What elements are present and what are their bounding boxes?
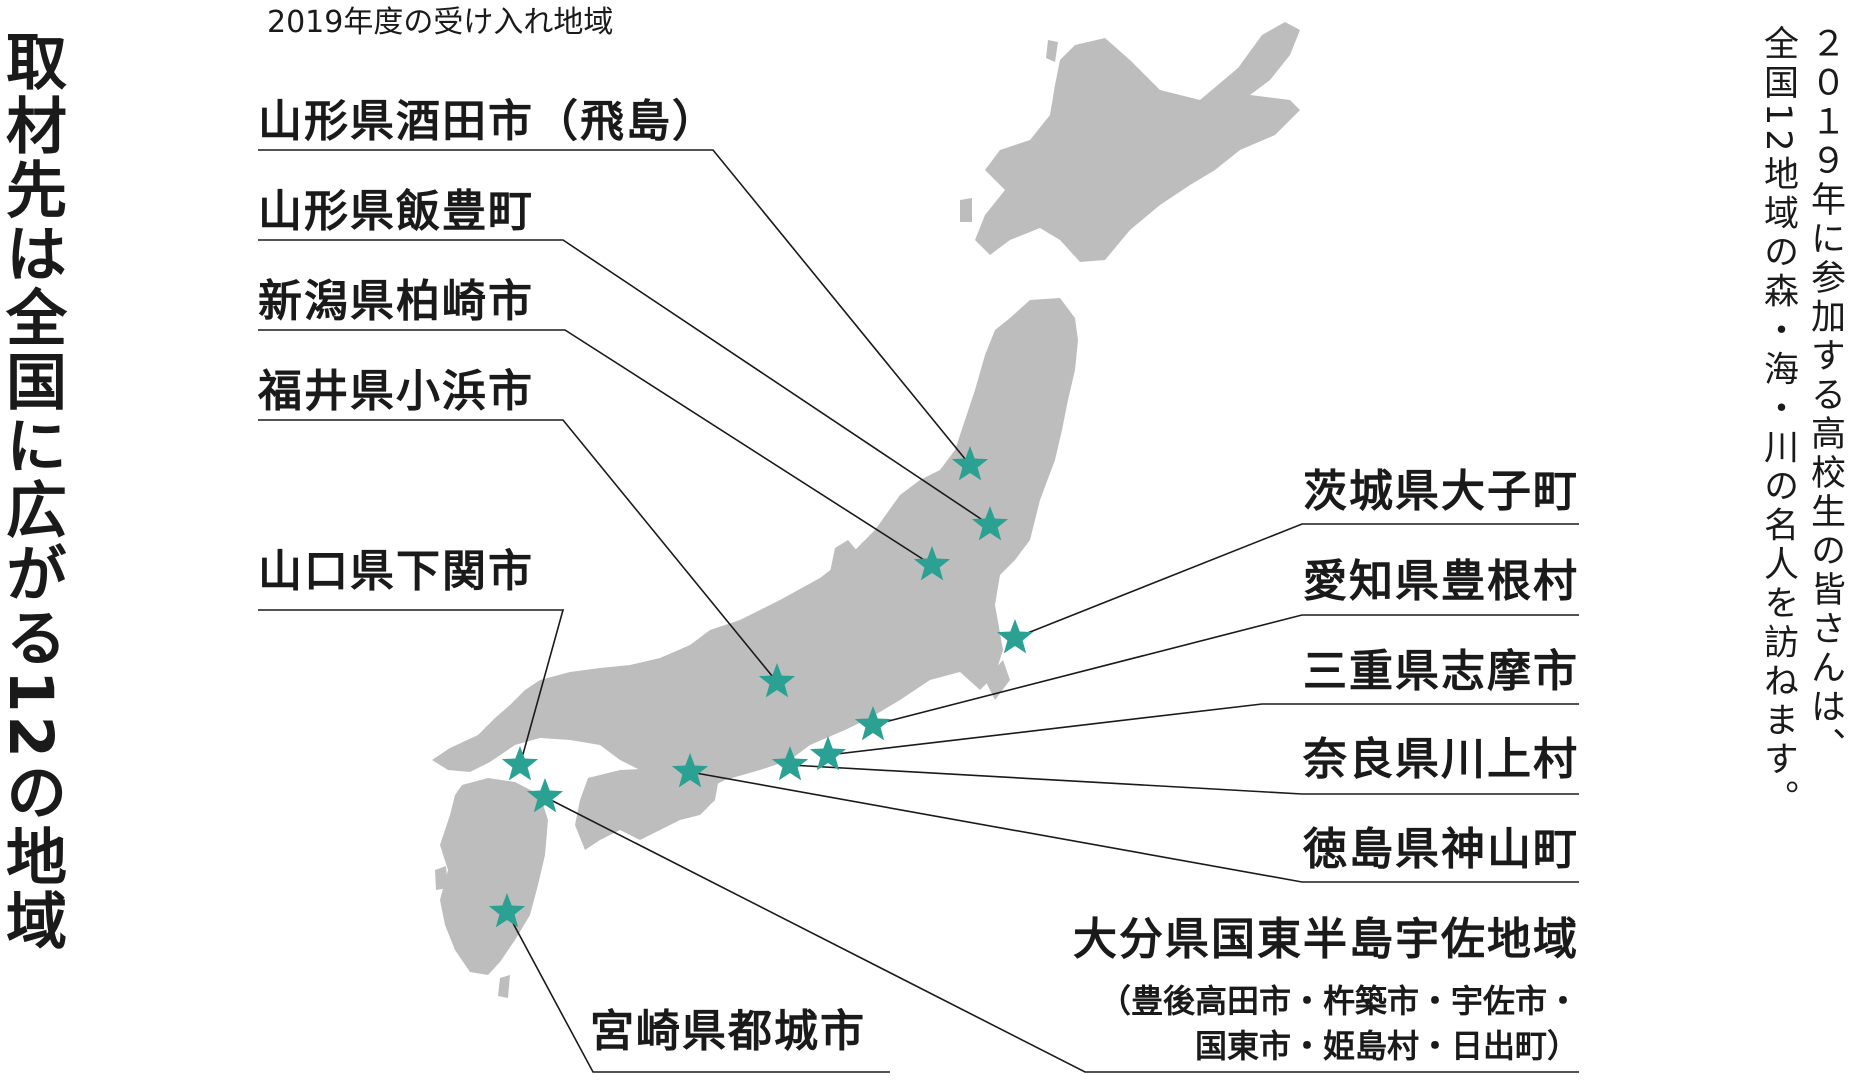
star-marker-obama — [758, 663, 796, 698]
leader-line-shimonoseki — [258, 609, 565, 766]
amakusa-island — [435, 866, 448, 890]
map-subtitle: 2019年度の受け入れ地域 — [267, 5, 614, 40]
star-marker-shima — [809, 736, 847, 771]
label-daigo: 茨城県大子町 — [1303, 466, 1579, 517]
honshu-shape — [432, 298, 1078, 800]
label-iide: 山形県飯豊町 — [258, 186, 534, 237]
label-sakata: 山形県酒田市（飛島） — [258, 96, 718, 147]
star-marker-shimonoseki — [501, 746, 539, 781]
label-shima: 三重県志摩市 — [1303, 646, 1579, 697]
star-marker-miyakonojo — [488, 893, 526, 928]
hokkaido-shape — [975, 22, 1300, 262]
label-miyakonojo: 宮崎県都城市 — [590, 1006, 866, 1057]
shikoku-shape — [575, 762, 720, 850]
location-markers — [488, 446, 1034, 928]
label-kawakami: 奈良県川上村 — [1303, 734, 1579, 785]
leader-line-daigo — [1014, 523, 1579, 639]
leader-line-kunisaki — [544, 796, 1579, 1073]
noto-peninsula — [830, 540, 858, 575]
leader-line-obama — [258, 419, 778, 683]
label-kashiwazaki: 新潟県柏崎市 — [258, 276, 534, 327]
tanegashima-island — [498, 975, 510, 998]
label-toyone: 愛知県豊根村 — [1303, 556, 1579, 607]
label-kunisaki-detail-2: 国東市・姫島村・日出町） — [1194, 1027, 1579, 1065]
label-kunisaki-detail-1: （豊後高田市・杵築市・宇佐市・ — [1098, 982, 1579, 1020]
star-marker-iide — [971, 506, 1009, 541]
label-kunisaki: 大分県国東半島宇佐地域 — [1073, 914, 1579, 965]
kyushu-shape — [440, 778, 548, 975]
leader-line-toyone — [872, 614, 1579, 726]
label-kamiyama: 徳島県神山町 — [1303, 824, 1579, 875]
page-title: 取材先は全国に広がる12の地域 — [0, 30, 66, 953]
landmass — [432, 22, 1300, 998]
leader-line-kamiyama — [689, 771, 1579, 883]
okushiri-island — [960, 198, 972, 222]
leader-line-sakata — [258, 149, 971, 466]
star-marker-kunisaki — [526, 778, 564, 813]
leader-line-kawakami — [789, 764, 1579, 795]
label-shimonoseki: 山口県下関市 — [258, 546, 534, 597]
star-marker-kawakami — [771, 746, 809, 781]
leader-line-miyakonojo — [506, 911, 890, 1073]
star-marker-daigo — [996, 619, 1034, 654]
label-obama: 福井県小浜市 — [258, 366, 534, 417]
boso-peninsula — [985, 660, 1010, 700]
sado-island — [905, 508, 920, 532]
side-note-line1: ２０１９年に参加する高校生の皆さんは、 — [1805, 25, 1845, 766]
rebun-island — [1046, 40, 1058, 62]
side-note-line2: 全国12地域の森・海・川の名人を訪ねます。 — [1758, 25, 1798, 819]
leader-lines — [258, 149, 1579, 1073]
leader-line-iide — [258, 239, 991, 526]
star-marker-toyone — [854, 706, 892, 741]
leader-line-shima — [827, 703, 1579, 756]
star-marker-sakata — [951, 446, 989, 481]
star-marker-kashiwazaki — [913, 546, 951, 581]
leader-line-kashiwazaki — [258, 329, 933, 566]
star-marker-kamiyama — [671, 753, 709, 788]
